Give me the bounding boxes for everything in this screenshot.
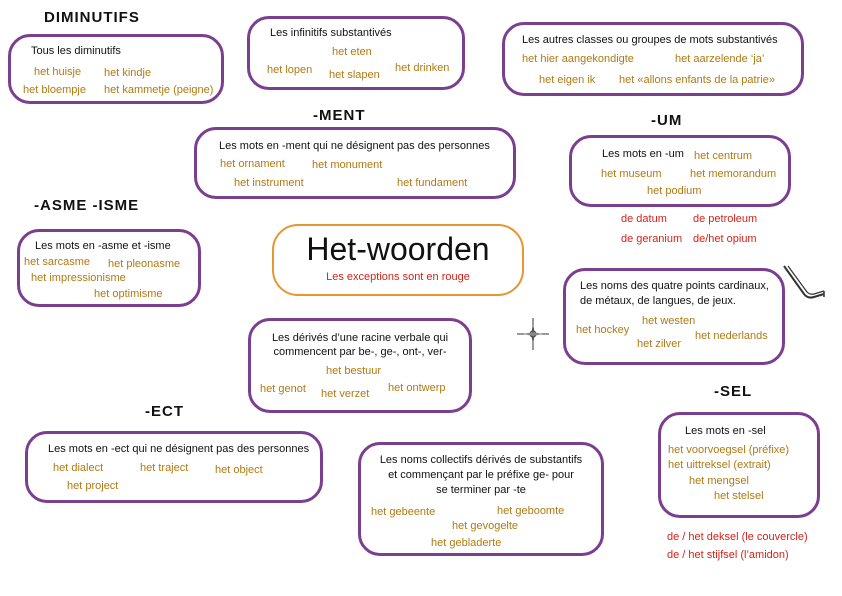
box-title: Les mots en -um xyxy=(602,148,684,160)
box-collectifs: Les noms collectifs dérivés de substanti… xyxy=(358,442,604,556)
box-title-line: de métaux, de langues, de jeux. xyxy=(580,295,736,307)
center-subtitle: Les exceptions sont en rouge xyxy=(326,271,470,283)
exception: de petroleum xyxy=(693,213,758,225)
word: het drinken xyxy=(395,62,450,74)
word: het gebeente xyxy=(371,506,436,518)
word: het impressionisme xyxy=(31,272,126,284)
box-title: Les mots en -ect qui ne désignent pas de… xyxy=(48,443,310,455)
exception: de/het opium xyxy=(693,233,757,245)
word: het huisje xyxy=(34,66,82,78)
heading-ect: -ECT xyxy=(145,403,184,420)
word: het instrument xyxy=(234,177,304,189)
box-sel: Les mots en -sel het voorvoegsel (préfix… xyxy=(658,412,820,518)
word: het museum xyxy=(601,168,662,180)
box-title: Tous les diminutifs xyxy=(31,45,121,57)
box-title: Les autres classes ou groupes de mots su… xyxy=(522,34,778,46)
box-ment: Les mots en -ment qui ne désignent pas d… xyxy=(194,127,516,199)
word: het eigen ik xyxy=(539,74,596,86)
word: het hockey xyxy=(576,324,630,336)
center-title: Het-woorden xyxy=(306,231,490,267)
heading-diminutifs: DIMINUTIFS xyxy=(44,9,140,26)
word: het dialect xyxy=(53,462,104,474)
box-autres: Les autres classes ou groupes de mots su… xyxy=(502,22,804,96)
box-points-cardinaux: Les noms des quatre points cardinaux, de… xyxy=(563,268,785,365)
exception: de / het stijfsel (l’amidon) xyxy=(667,549,789,561)
word: het monument xyxy=(312,159,383,171)
box-title-line: Les noms collectifs dérivés de substanti… xyxy=(379,454,583,466)
word: het uittreksel (extrait) xyxy=(668,459,771,471)
box-infinitifs: Les infinitifs substantivés het eten het… xyxy=(247,16,465,90)
word: het kammetje (peigne) xyxy=(104,84,214,96)
word: het traject xyxy=(140,462,189,474)
word: het voorvoegsel (préfixe) xyxy=(668,444,790,456)
word: het optimisme xyxy=(94,288,163,300)
word: het nederlands xyxy=(695,330,768,342)
box-asme-isme: Les mots en -asme et -isme het sarcasme … xyxy=(17,229,201,307)
word: het ornament xyxy=(220,158,285,170)
word: het geboomte xyxy=(497,505,565,517)
word: het object xyxy=(215,464,263,476)
word: het lopen xyxy=(267,64,313,76)
word: het aarzelende ‘ja’ xyxy=(675,53,765,65)
word: het stelsel xyxy=(714,490,764,502)
word: het podium xyxy=(647,185,702,197)
box-um: Les mots en -um het centrum het museum h… xyxy=(569,135,791,207)
box-title: Les mots en -ment qui ne désignent pas d… xyxy=(219,140,490,152)
word: het bestuur xyxy=(326,365,382,377)
box-title-line: Les dérivés d’une racine verbale qui xyxy=(271,332,449,344)
box-title: Les mots en -sel xyxy=(685,425,766,437)
heading-um: -UM xyxy=(651,112,683,129)
word: het pleonasme xyxy=(108,258,181,270)
box-diminutifs: Tous les diminutifs het huisje het kindj… xyxy=(8,34,224,104)
word: het slapen xyxy=(329,69,380,81)
box-title: Les infinitifs substantivés xyxy=(270,27,392,39)
word: het «allons enfants de la patrie» xyxy=(619,74,775,86)
word: het verzet xyxy=(321,388,370,400)
box-title-line: Les noms des quatre points cardinaux, xyxy=(580,280,769,292)
exception: de / het deksel (le couvercle) xyxy=(667,531,808,543)
word: het sarcasme xyxy=(24,256,91,268)
word: het kindje xyxy=(104,67,152,79)
word: het gebladerte xyxy=(431,537,502,549)
compass-icon xyxy=(517,318,549,350)
word: het mengsel xyxy=(689,475,749,487)
word: het project xyxy=(67,480,119,492)
word: het bloempje xyxy=(23,84,86,96)
box-title-line: se terminer par -te xyxy=(436,484,526,496)
box-ect: Les mots en -ect qui ne désignent pas de… xyxy=(25,431,323,503)
word: het hier aangekondigte xyxy=(522,53,634,65)
word: het gevogelte xyxy=(452,520,519,532)
exception: de datum xyxy=(621,213,667,225)
word: het ontwerp xyxy=(388,382,446,394)
word: het zilver xyxy=(637,338,682,350)
word: het fundament xyxy=(397,177,468,189)
box-derives: Les dérivés d’une racine verbale qui com… xyxy=(248,318,472,413)
hockey-stick-icon xyxy=(783,265,825,299)
word: het centrum xyxy=(694,150,753,162)
box-title-line: commencent par be-, ge-, ont-, ver- xyxy=(273,346,447,358)
word: het westen xyxy=(642,315,696,327)
word: het memorandum xyxy=(690,168,777,180)
box-title-line: et commençant par le préfixe ge- pour xyxy=(388,469,574,481)
box-title: Les mots en -asme et -isme xyxy=(35,240,171,252)
heading-sel: -SEL xyxy=(714,383,753,400)
center-box: Het-woorden Les exceptions sont en rouge xyxy=(272,224,524,296)
word: het eten xyxy=(332,46,372,58)
exception: de geranium xyxy=(621,233,683,245)
word: het genot xyxy=(260,383,306,395)
heading-ment: -MENT xyxy=(313,107,366,124)
heading-asme-isme: -ASME -ISME xyxy=(34,197,140,214)
